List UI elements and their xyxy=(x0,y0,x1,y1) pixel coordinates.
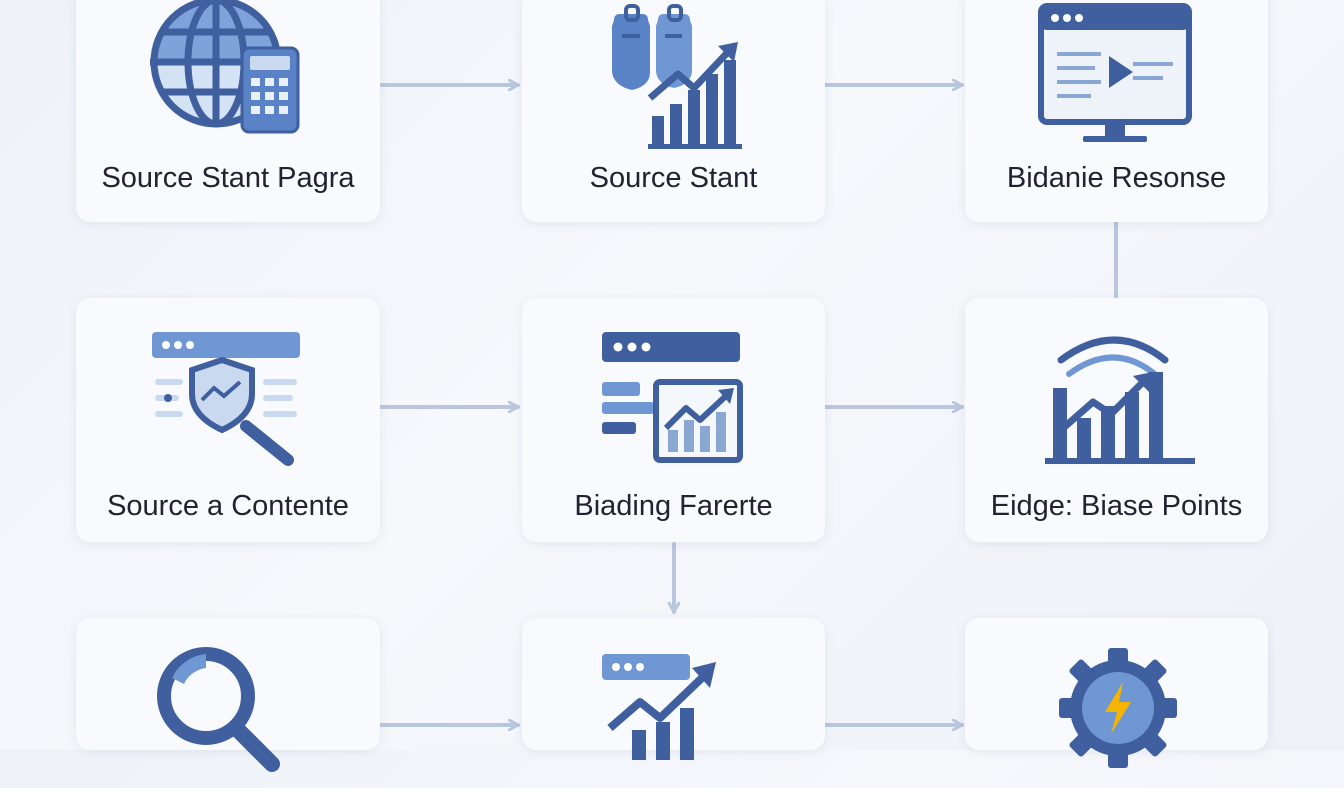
monitor-play-icon xyxy=(1038,3,1192,142)
node-analytics xyxy=(522,618,825,760)
bar-chart-trend-icon xyxy=(1045,336,1195,464)
tags-growth-chart-icon xyxy=(612,4,742,149)
node-bidanie-resonse: Bidanie Resonse xyxy=(965,0,1268,222)
node-eidge-biase-points: Eidge: Biase Points xyxy=(965,298,1268,542)
node-label: Bidanie Resonse xyxy=(1006,162,1227,194)
node-biading-farerte: Biading Farerte xyxy=(522,298,825,542)
node-label: Source Stant Pagra xyxy=(101,162,355,194)
node-label: Source a Contente xyxy=(107,490,349,522)
shield-magnifier-icon xyxy=(152,332,300,466)
dashboard-chart-icon xyxy=(602,332,743,463)
node-source-a-contente: Source a Contente xyxy=(76,298,380,542)
globe-calculator-icon xyxy=(150,0,300,134)
node-source-stant: Source Stant xyxy=(522,0,825,222)
gear-lightning-icon xyxy=(1059,648,1177,768)
window-growth-chart-icon xyxy=(602,654,716,760)
node-label: Source Stant xyxy=(589,162,758,194)
node-settings xyxy=(965,618,1268,768)
magnifier-icon xyxy=(157,647,280,772)
node-source-stant-pagra: Source Stant Pagra xyxy=(76,0,380,222)
node-label: Biading Farerte xyxy=(574,490,773,522)
node-search xyxy=(76,618,380,772)
node-label: Eidge: Biase Points xyxy=(990,490,1243,522)
